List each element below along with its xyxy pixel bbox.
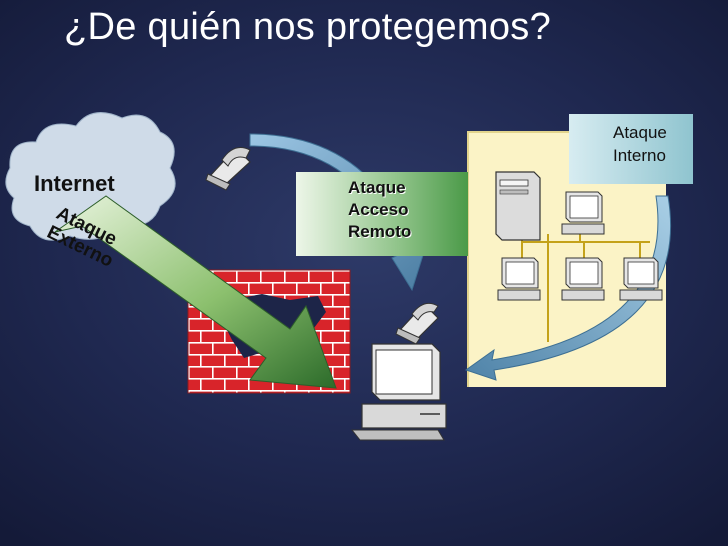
phone-icon — [395, 302, 439, 345]
cloud-icon — [5, 112, 176, 241]
slide-title: ¿De quién nos protegemos? — [64, 6, 552, 48]
internal-attack-label-line: Ataque — [613, 123, 667, 142]
remote-attack-label-line: Remoto — [348, 222, 412, 241]
arrow-icon — [54, 195, 337, 389]
computer-icon — [497, 257, 541, 301]
remote-attack-label-line: Ataque — [348, 178, 406, 197]
computer-icon — [619, 257, 663, 301]
remote-access-attack-label: Ataque Acceso Remoto — [296, 172, 468, 256]
internal-attack-label: Ataque Interno — [569, 114, 693, 184]
computer-icon — [350, 343, 447, 441]
internal-attack-label-line: Interno — [613, 146, 666, 165]
server-icon — [495, 171, 541, 241]
remote-attack-label-line: Acceso — [348, 200, 409, 219]
internet-label: Internet — [34, 171, 115, 196]
computer-icon — [561, 191, 605, 235]
computer-icon — [561, 257, 605, 301]
phone-icon — [205, 147, 251, 191]
